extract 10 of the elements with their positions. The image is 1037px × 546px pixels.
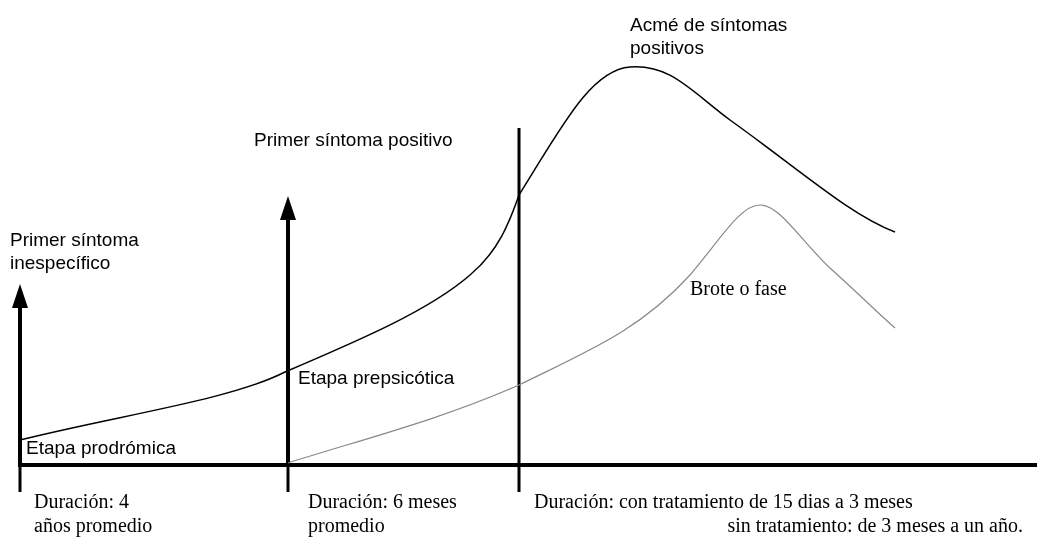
duration-label: sin tratamiento: de 3 meses a un año. [727, 513, 1023, 537]
duration-label: Duración: 4 años promedio [34, 489, 154, 537]
duration-label: Duración: 6 meses promedio [308, 489, 458, 537]
acme-label: Acmé de síntomas positivos [630, 14, 789, 60]
event-label: Primer síntoma positivo [254, 129, 453, 152]
phase-label: Etapa prodrómica [26, 437, 176, 460]
event-label: Primer síntoma inespecífico [10, 229, 140, 275]
duration-label: Duración: con tratamiento de 15 dias a 3 meses [534, 489, 913, 513]
phase-label: Etapa prepsicótica [298, 367, 455, 390]
phase-label: Brote o fase [690, 276, 787, 300]
